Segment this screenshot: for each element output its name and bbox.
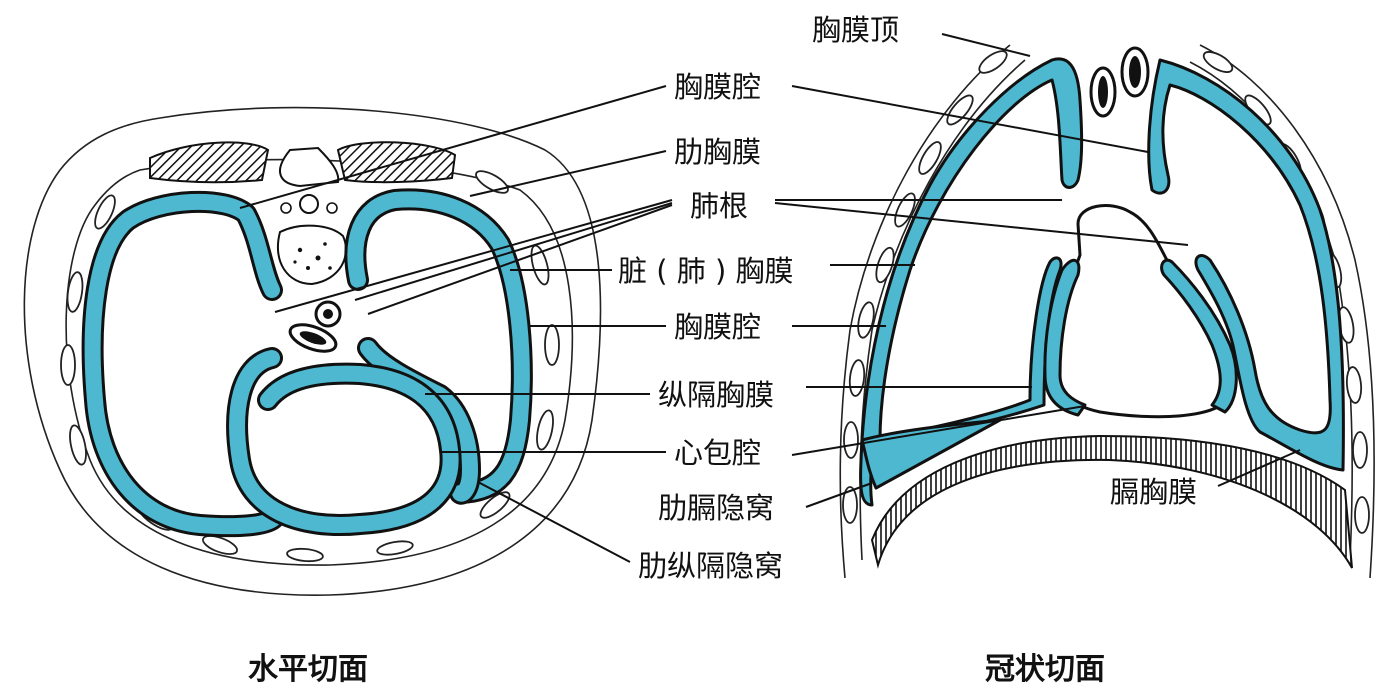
label-mediastinal-pleura: 纵隔胸膜	[658, 378, 774, 412]
label-pleural-cupula: 胸膜顶	[812, 13, 899, 47]
right-lung-pleura	[1147, 58, 1345, 472]
vertebral-body	[276, 224, 347, 286]
label-diaphragmatic-pleura: 膈胸膜	[1110, 475, 1197, 509]
coronal-leader-lines	[774, 33, 1301, 508]
vertebral-body-texture	[293, 242, 332, 270]
vertebra-foramen-left	[280, 202, 292, 214]
thorax-outline	[23, 106, 602, 596]
left-mediastinal-pleura-fill	[1043, 259, 1087, 417]
back-muscle-left	[149, 141, 270, 184]
coronal-pleura	[859, 57, 1345, 507]
label-costal-pleura: 肋胸膜	[674, 135, 761, 169]
horizontal-section-figure	[23, 85, 673, 596]
left-lung-pleura	[859, 57, 1084, 507]
trachea-right-lumen	[1129, 56, 1141, 88]
diaphragm	[870, 434, 1353, 569]
label-pericardial-cavity: 心包腔	[674, 436, 761, 470]
coronal-chest-wall-left	[839, 44, 1011, 579]
label-costodiaphragmatic-recess: 肋膈隐窝	[658, 491, 774, 525]
aorta-lumen	[323, 309, 333, 319]
right-mediastinal-pleura-fill	[1160, 258, 1238, 414]
horizontal-leader-lines	[239, 85, 673, 563]
left-pleura-fill	[84, 193, 282, 535]
esophagus-lumen	[299, 331, 327, 345]
label-pleural-cavity-top: 胸膜腔	[674, 70, 761, 104]
label-visceral-pleura: 脏 ( 肺 ) 胸膜	[618, 254, 794, 288]
coronal-section-figure	[774, 33, 1375, 579]
spinal-canal	[299, 194, 319, 214]
vertebra-foramen-right	[326, 202, 338, 214]
section-captions: 水平切面 冠状切面	[248, 652, 1105, 687]
trachea-left-lumen	[1098, 76, 1108, 108]
label-costomediastinal-recess: 肋纵隔隐窝	[638, 549, 783, 583]
vertebra-spinous-process	[278, 146, 340, 188]
caption-horizontal-section: 水平切面	[248, 652, 368, 687]
pericardium-fill	[229, 350, 459, 533]
coronal-chest-wall-right	[1199, 44, 1375, 579]
label-lung-root: 肺根	[690, 189, 748, 223]
diagram-labels: 胸膜顶 胸膜腔 肋胸膜 肺根 脏 ( 肺 ) 胸膜 胸膜腔 纵隔胸膜 心包腔 肋…	[618, 13, 1197, 583]
caption-coronal-section: 冠状切面	[985, 652, 1105, 687]
label-pleural-cavity-mid: 胸膜腔	[674, 310, 761, 344]
